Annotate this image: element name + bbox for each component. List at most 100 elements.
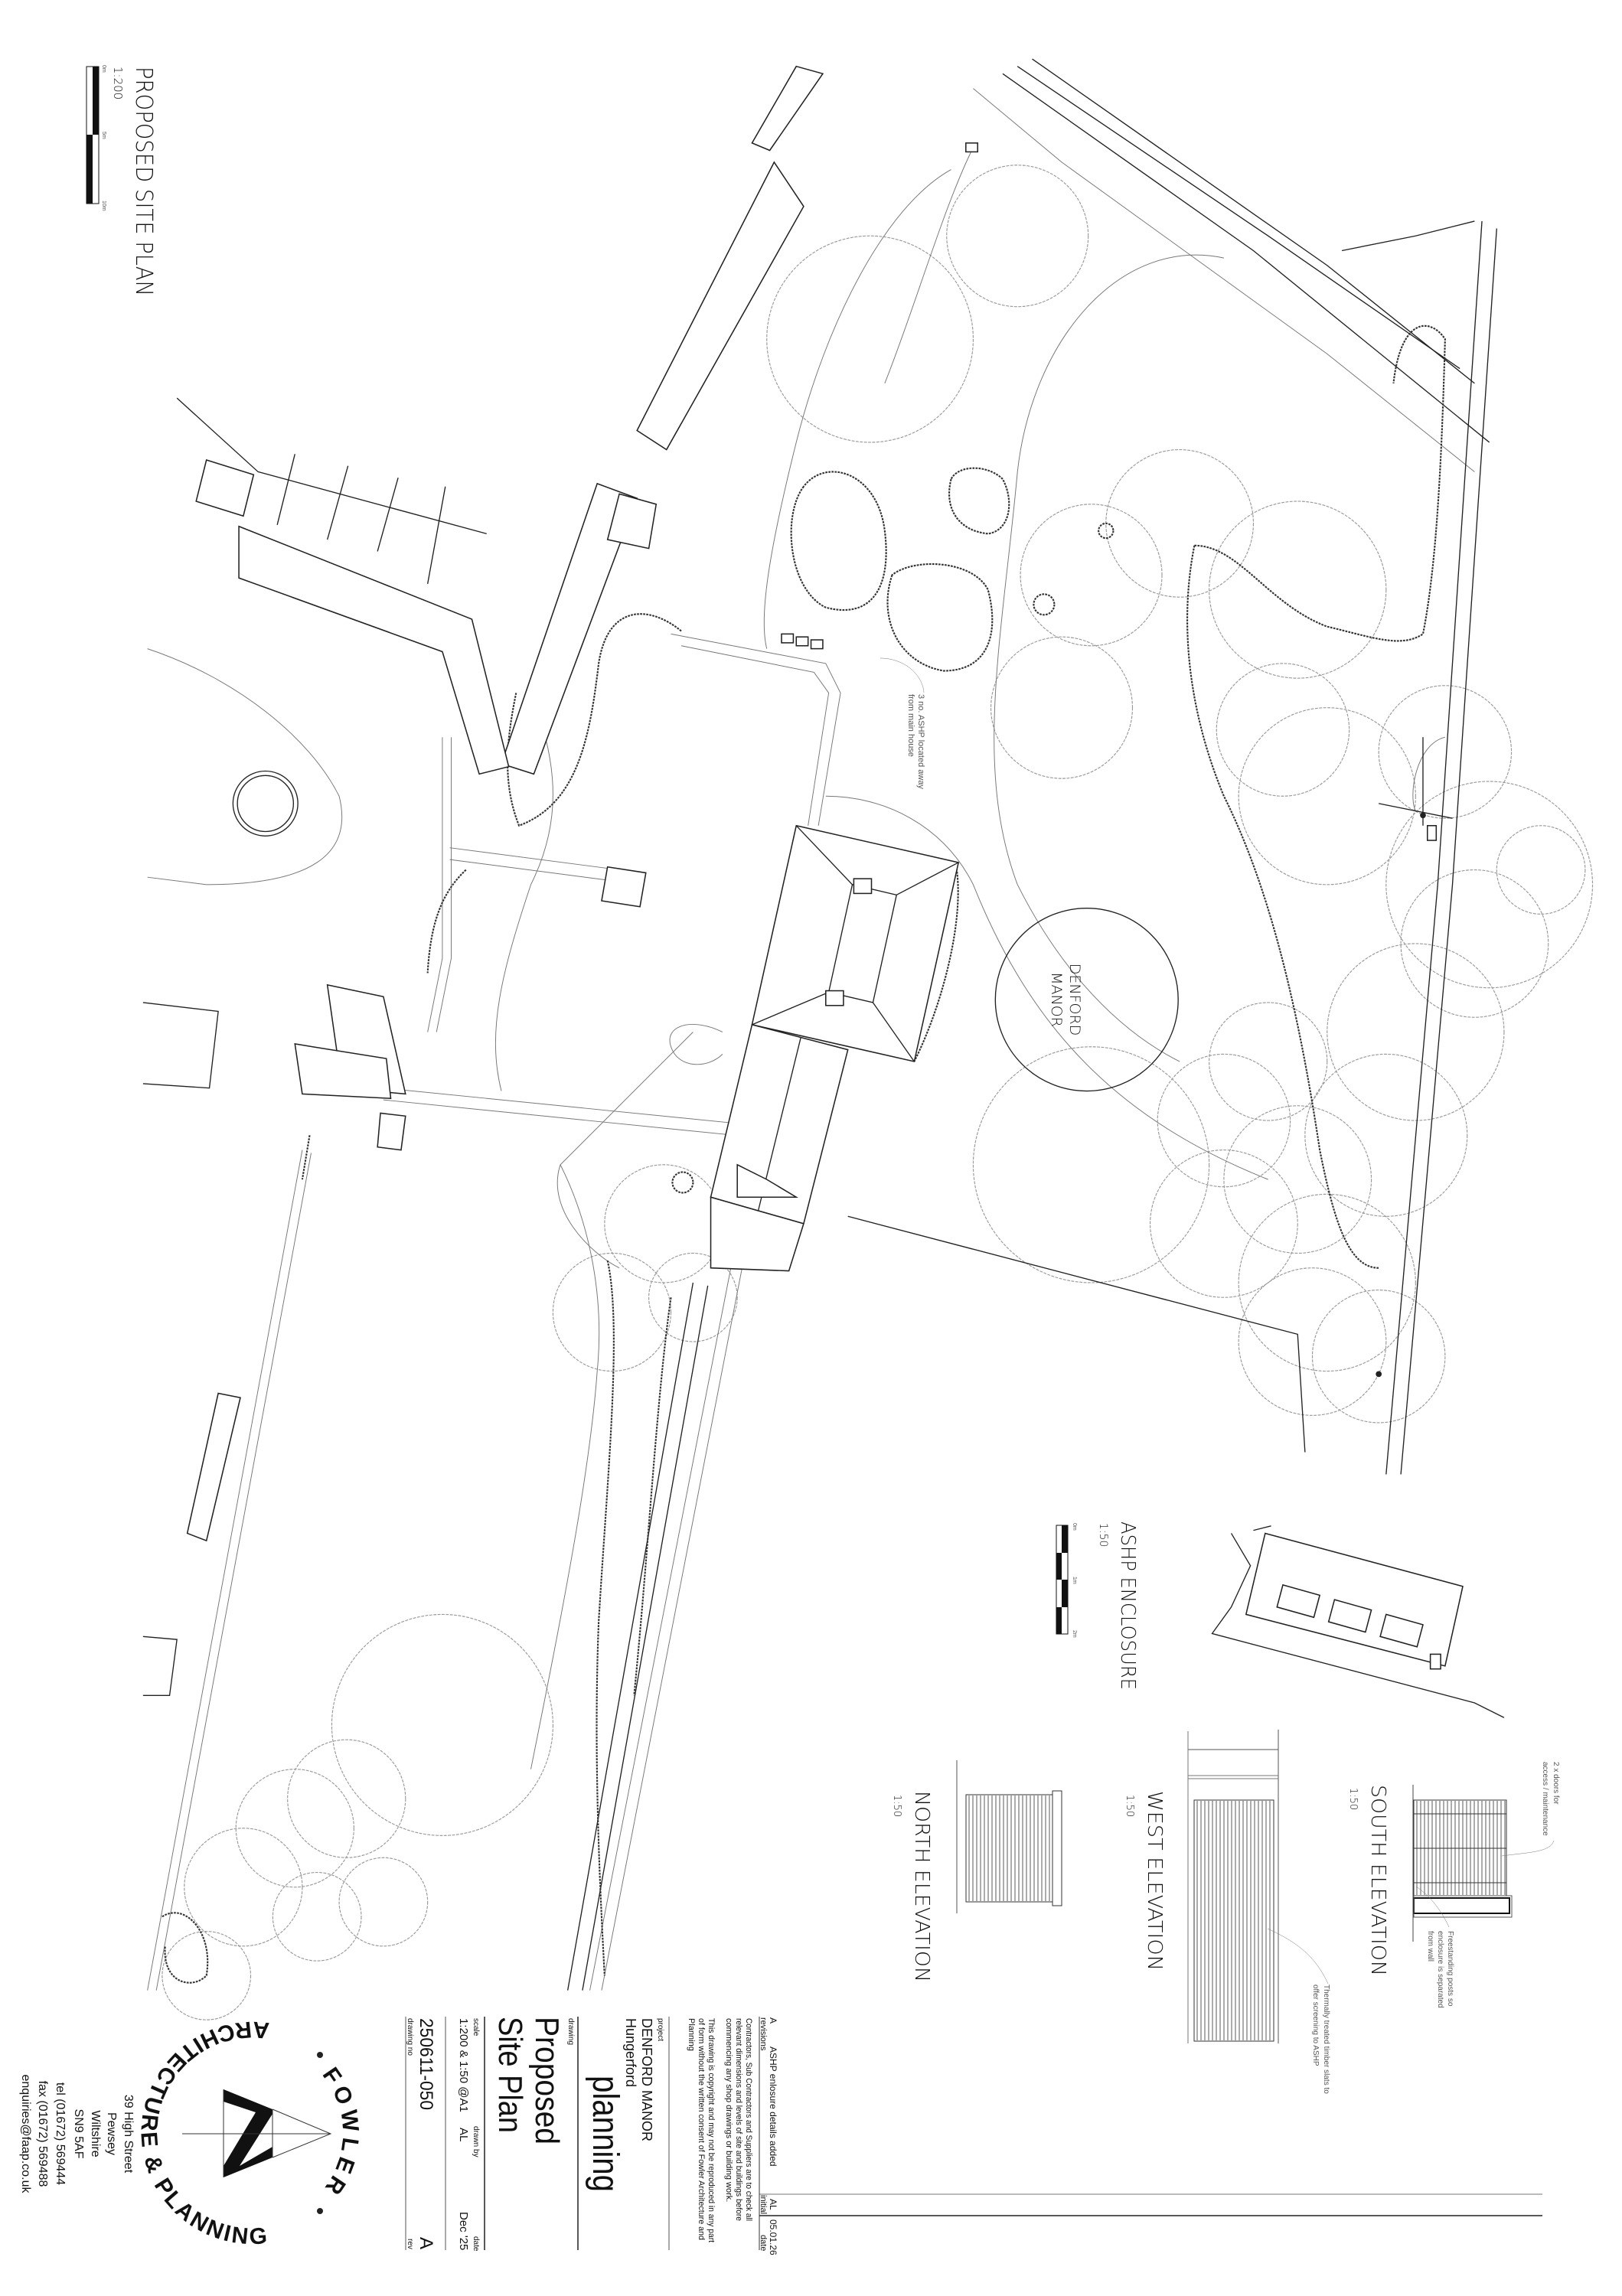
ashp-location-note: from main house [906, 694, 915, 757]
practice-address: 39 High Street Pewsey Wiltshire SN9 5AF … [19, 2075, 135, 2194]
north-elevation-title: NORTH ELEVATION [910, 1791, 933, 1982]
buildings [142, 65, 1438, 1697]
west-elevation-title: WEST ELEVATION [1143, 1791, 1166, 1971]
tree-canopy [287, 1739, 406, 1858]
tree-canopy [272, 1871, 362, 1962]
tree-canopy [1496, 825, 1586, 915]
tree-canopy [1311, 1290, 1446, 1424]
tree-canopy [552, 1252, 672, 1372]
tree-canopy [338, 1857, 429, 1947]
scale-label: scale [472, 2018, 480, 2037]
slats-note: Thermally treated timber slats to [1322, 1985, 1330, 2094]
copyright-note: This drawing is copyright and may not be… [707, 2018, 716, 2242]
ashp-enclosure-plan [1211, 1525, 1505, 1718]
initial-label: initial [759, 2195, 768, 2214]
posts-note: Freestanding posts so [1446, 1931, 1454, 2007]
project-name: DENFORD MANOR [639, 2018, 654, 2141]
date-label: date [759, 2235, 768, 2251]
drawing-title: Proposed [528, 2017, 566, 2144]
tree-canopy [972, 1046, 1210, 1283]
scalebar-label: 10m [101, 201, 106, 211]
drawing-title: Site Plan [491, 2017, 529, 2133]
rev-label: rev [406, 2239, 414, 2249]
tree-canopy [1238, 1193, 1416, 1372]
date-label: date [472, 2236, 480, 2252]
disclaimer-note: commencing any shop drawings or building… [724, 2018, 733, 2202]
tree-canopy [1238, 1267, 1387, 1416]
tree-canopy [1216, 663, 1350, 797]
tree-canopy [1209, 1002, 1328, 1121]
fax: fax (01672) 569488 [36, 2081, 49, 2187]
scalebar-label: 0m [1072, 1523, 1077, 1531]
tree-canopy [184, 1828, 303, 1947]
hedges [162, 325, 1446, 1984]
tree-canopy [235, 1769, 354, 1888]
tree-canopy [331, 1613, 553, 1836]
tree-canopy [1378, 685, 1513, 819]
fowler-logo: FOWLER ARCHITECTURE & PLANNING [135, 2017, 364, 2250]
posts-note: enclosure is separated [1436, 1931, 1444, 2008]
doors-note: 2 x doors for [1552, 1762, 1560, 1805]
revision-initial: AL [768, 2199, 778, 2210]
address-line: SN9 5AF [72, 2109, 85, 2159]
scalebar-label: 0m [101, 65, 106, 73]
revision-date: 05.01.26 [768, 2219, 778, 2255]
ashp-scalebar: 0m 1m 2m [1056, 1523, 1077, 1638]
tree-canopy [1385, 781, 1594, 989]
project-label: project [656, 2018, 664, 2041]
scalebar-label: 1m [1072, 1577, 1077, 1584]
scalebar-label: 5m [101, 132, 106, 139]
west-elevation [1187, 1730, 1329, 2043]
ashp-enclosure-scale: 1:50 [1097, 1523, 1109, 1547]
status-stamp: planning [585, 2076, 625, 2192]
address-line: Pewsey [105, 2112, 118, 2155]
revision-code: A [768, 2017, 778, 2024]
site-plan-scale: 1:200 [111, 67, 125, 99]
revision-letter: A [416, 2237, 436, 2249]
svg-text:FOWLER: FOWLER [318, 2063, 364, 2203]
south-elevation-scale: 1:50 [1347, 1788, 1359, 1810]
tree-canopy [766, 235, 974, 443]
south-elevation [1412, 1785, 1555, 1942]
tree-canopy [162, 1931, 252, 2020]
main-house [751, 824, 960, 1062]
ashp-enclosure-title: ASHP ENCLOSURE [1116, 1521, 1139, 1690]
date-value: Dec '25 [457, 2212, 470, 2250]
drawn-by-value: AL [457, 2128, 470, 2141]
tree-canopy [648, 1252, 738, 1342]
tree-canopy [1223, 1105, 1372, 1254]
address-line: 39 High Street [122, 2095, 135, 2174]
revisions-label: revisions [759, 2017, 768, 2051]
telephone: tel (01672) 569444 [54, 2082, 67, 2185]
tree-canopy [1150, 1150, 1298, 1298]
tree-canopy [1020, 504, 1163, 647]
south-elevation-title: SOUTH ELEVATION [1366, 1785, 1389, 1976]
west-elevation-scale: 1:50 [1124, 1795, 1135, 1817]
drawing-number-label: drawing no [406, 2018, 414, 2056]
drawing-label: drawing [566, 2018, 575, 2045]
tree-canopy [1327, 943, 1505, 1121]
site-plan [142, 58, 1594, 2020]
tree-canopy [1400, 869, 1549, 1018]
denford-manor-label: DENFORD [1066, 964, 1083, 1036]
revision-description: ASHP enlosure details added [768, 2047, 778, 2167]
posts-note: from wall [1426, 1931, 1434, 1962]
denford-manor-label: MANOR [1048, 972, 1065, 1027]
tree-canopy [1304, 1053, 1468, 1217]
site-plan-title: PROPOSED SITE PLAN [130, 67, 157, 296]
address-line: Wiltshire [89, 2110, 102, 2157]
scalebar-label: 2m [1072, 1630, 1077, 1638]
project-location: Hungerford [623, 2018, 638, 2087]
doors-note: access / maintenance [1541, 1762, 1549, 1836]
slats-note: offer screening to ASHP [1311, 1985, 1320, 2066]
copyright-note: of form without the written consent of F… [697, 2018, 706, 2240]
tree-canopy [1209, 501, 1387, 679]
tree-canopy [1238, 707, 1416, 885]
north-elevation [956, 1760, 1062, 1913]
tree-canopy [990, 636, 1134, 779]
tree-canopies [162, 165, 1594, 2020]
ashp-location-note: 3 no. ASHP located away [916, 694, 925, 789]
boundary-lines [147, 58, 1497, 1991]
copyright-note: Planning [687, 2018, 696, 2051]
